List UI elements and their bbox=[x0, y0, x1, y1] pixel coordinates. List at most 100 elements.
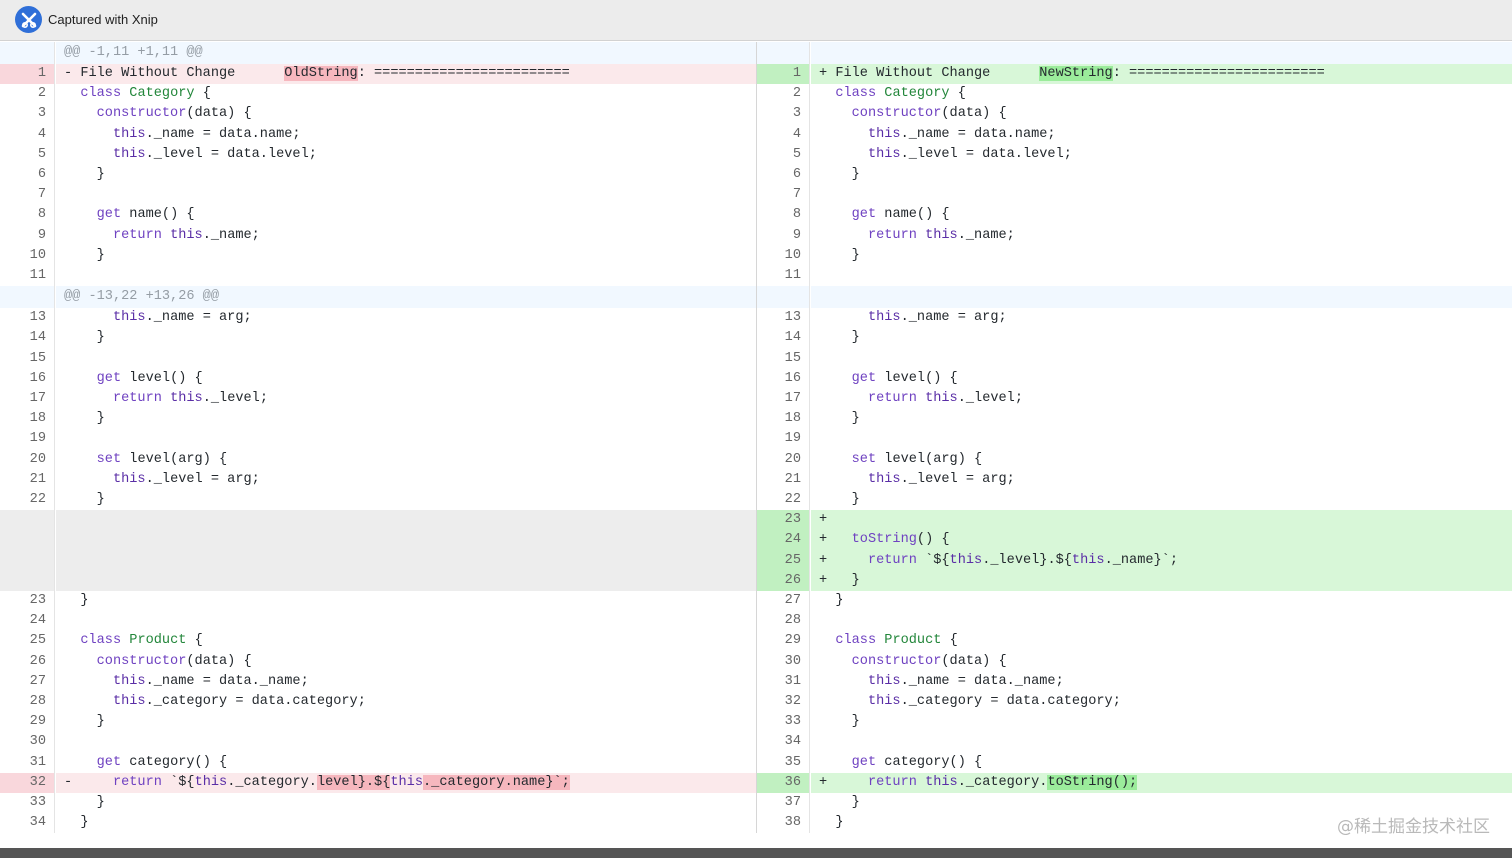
new-line-number: 24 bbox=[757, 530, 810, 551]
new-line-number bbox=[757, 286, 810, 309]
old-code bbox=[56, 266, 756, 286]
new-code: class Product { bbox=[811, 631, 1512, 651]
pane-divider bbox=[756, 389, 757, 410]
old-line-number: 18 bbox=[0, 409, 55, 430]
old-line-number: 17 bbox=[0, 389, 55, 410]
code-token: return bbox=[867, 227, 917, 243]
old-line-number: 33 bbox=[0, 793, 55, 814]
pane-divider bbox=[756, 611, 757, 632]
code-token: } bbox=[819, 167, 860, 182]
new-line-number: 31 bbox=[757, 671, 810, 692]
old-line-number bbox=[0, 42, 55, 64]
pane-divider bbox=[756, 469, 757, 490]
code-token: - bbox=[64, 774, 113, 790]
xnip-icon[interactable] bbox=[15, 6, 42, 33]
diff-row: 14 }14 } bbox=[0, 328, 1512, 349]
code-token: } bbox=[64, 330, 105, 346]
code-token: toString(); bbox=[1047, 774, 1138, 790]
code-token: this bbox=[925, 391, 958, 406]
code-token: constructor bbox=[96, 653, 187, 669]
split-diff-view: @@ -1,11 +1,11 @@1- File Without Change … bbox=[0, 42, 1512, 834]
pane-divider bbox=[756, 286, 757, 309]
old-code: } bbox=[56, 328, 756, 348]
new-code bbox=[811, 732, 1512, 752]
old-line-number: 25 bbox=[0, 631, 55, 652]
diff-row: 8 get name() {8 get name() { bbox=[0, 205, 1512, 226]
code-token: ._level; bbox=[202, 391, 268, 406]
code-token bbox=[64, 654, 97, 669]
code-token: this bbox=[1071, 552, 1105, 568]
new-line-number: 6 bbox=[757, 165, 810, 186]
code-token: ._level; bbox=[957, 391, 1023, 406]
old-code: class Product { bbox=[56, 631, 756, 651]
old-code bbox=[56, 550, 756, 571]
old-code: return this._level; bbox=[56, 389, 756, 409]
code-token: + bbox=[819, 552, 868, 568]
new-code: this._level = arg; bbox=[811, 470, 1512, 490]
new-code: this._category = data.category; bbox=[811, 692, 1512, 712]
old-line-number: 5 bbox=[0, 144, 55, 165]
new-line-number: 34 bbox=[757, 732, 810, 753]
old-line-number: 1 bbox=[0, 64, 55, 85]
code-token: get bbox=[851, 754, 877, 770]
code-token: ._name = arg; bbox=[900, 310, 1007, 326]
new-line-number: 1 bbox=[757, 64, 810, 85]
pane-divider bbox=[756, 671, 757, 692]
pane-divider bbox=[756, 165, 757, 186]
new-line-number: 9 bbox=[757, 225, 810, 246]
old-line-number: 4 bbox=[0, 124, 55, 145]
code-token bbox=[162, 391, 170, 406]
code-token: : ======================== bbox=[1112, 66, 1325, 81]
new-line-number: 14 bbox=[757, 328, 810, 349]
new-code: this._name = data.name; bbox=[811, 125, 1512, 145]
code-token: name() { bbox=[121, 207, 195, 223]
diff-row: 29 }33 } bbox=[0, 712, 1512, 733]
bottom-bar bbox=[0, 848, 1512, 858]
code-token: } bbox=[819, 795, 860, 810]
code-token: ._level}.${ bbox=[982, 552, 1072, 568]
old-line-number bbox=[0, 510, 55, 531]
diff-row: 18 }18 } bbox=[0, 409, 1512, 430]
code-token: + bbox=[819, 774, 868, 790]
code-token: { bbox=[186, 633, 203, 649]
new-code: get name() { bbox=[811, 205, 1512, 225]
code-token: this bbox=[170, 391, 203, 406]
old-line-number: 15 bbox=[0, 348, 55, 369]
old-code: } bbox=[56, 246, 756, 266]
old-code: constructor(data) { bbox=[56, 652, 756, 672]
new-code: + File Without Change NewString: =======… bbox=[811, 64, 1512, 85]
old-code: class Category { bbox=[56, 84, 756, 104]
new-line-number: 13 bbox=[757, 308, 810, 329]
diff-row: 25 class Product {29 class Product { bbox=[0, 631, 1512, 652]
code-token: ._name = arg; bbox=[145, 310, 252, 326]
code-token: level(arg) { bbox=[876, 451, 983, 467]
old-line-number: 16 bbox=[0, 368, 55, 389]
code-token bbox=[819, 86, 835, 101]
code-token bbox=[64, 310, 113, 325]
pane-divider bbox=[756, 793, 757, 814]
diff-row: 9 return this._name;9 return this._name; bbox=[0, 225, 1512, 246]
old-line-number: 24 bbox=[0, 611, 55, 632]
code-token: Category bbox=[129, 86, 195, 102]
new-code: + bbox=[811, 510, 1512, 531]
new-line-number: 33 bbox=[757, 712, 810, 733]
pane-divider bbox=[756, 692, 757, 713]
diff-row: 26 constructor(data) {30 constructor(dat… bbox=[0, 651, 1512, 672]
code-token: set bbox=[851, 451, 877, 467]
pane-divider bbox=[756, 550, 757, 571]
new-code: } bbox=[811, 813, 1512, 833]
pane-divider bbox=[756, 813, 757, 834]
old-line-number: 27 bbox=[0, 671, 55, 692]
code-token: } bbox=[64, 795, 105, 810]
new-line-number: 36 bbox=[757, 772, 810, 793]
code-token: get bbox=[851, 207, 877, 223]
diff-row: 5 this._level = data.level;5 this._level… bbox=[0, 144, 1512, 165]
diff-row: 23+ bbox=[0, 510, 1512, 531]
new-code bbox=[811, 286, 1512, 309]
code-token: + bbox=[819, 532, 852, 548]
code-token bbox=[64, 391, 113, 406]
code-token bbox=[819, 755, 852, 770]
code-token bbox=[64, 86, 80, 101]
pane-divider bbox=[756, 591, 757, 612]
